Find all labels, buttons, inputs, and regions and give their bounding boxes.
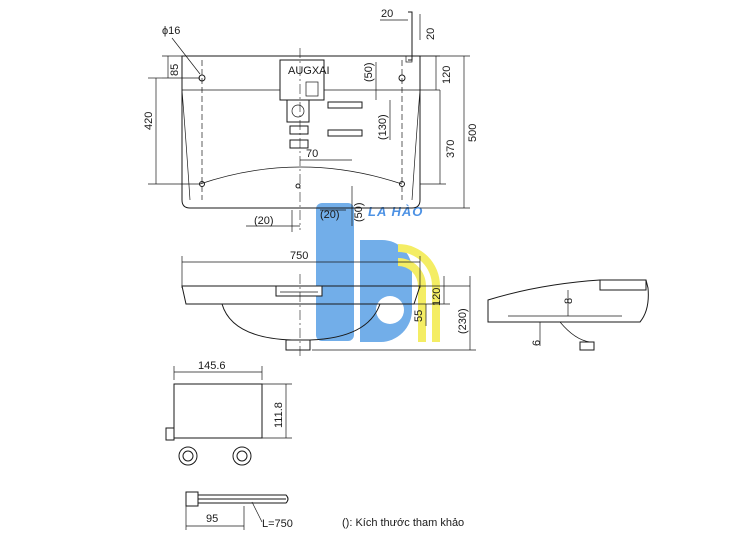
wall-bracket	[408, 11, 413, 61]
faucet-spout-circle	[291, 104, 305, 118]
reference-note: (): Kích thước tham khảo	[342, 517, 464, 529]
watermark-text: LA HÀO	[368, 204, 423, 219]
dim-130: (130)	[377, 114, 389, 140]
dim-120-right: 120	[441, 66, 453, 84]
cable-body	[198, 494, 289, 504]
dim-111: 111.8	[273, 402, 285, 428]
leader-hole	[171, 37, 201, 75]
front-drain	[285, 339, 311, 351]
wheel-right-outer	[232, 446, 252, 466]
dim-50-lower: (50)	[353, 202, 365, 222]
dim-20-bottom-mid: (20)	[320, 209, 340, 221]
side-faucet	[599, 279, 647, 291]
dim-20-bottom-left: (20)	[254, 215, 274, 227]
watermark-bowl-blue	[360, 240, 412, 342]
dim-8: 8	[563, 298, 575, 304]
top-view: AUGXAI 20 20 120 500 370 (50)	[143, 8, 479, 232]
dim-cable-length: L=750	[262, 518, 293, 530]
dim-420: 420	[143, 112, 155, 130]
front-view: 750 120 55 (230)	[181, 250, 476, 356]
basin-right-inner	[411, 89, 421, 201]
dim-95: 95	[206, 513, 218, 525]
dim-120-front: 120	[431, 288, 443, 306]
dim-hole-dia: ϕ16	[162, 25, 180, 37]
dim-230: (230)	[457, 308, 469, 334]
drain-hole	[295, 183, 301, 189]
overflow-slot-2	[327, 129, 363, 137]
front-faucet	[275, 285, 323, 297]
cable-connector	[185, 491, 199, 507]
watermark-bar-blue	[316, 203, 354, 341]
front-bowl	[221, 303, 381, 341]
side-drain	[579, 341, 595, 351]
control-box-view: 145.6 111.8 95 L=750	[165, 360, 293, 530]
dim-20-side: 20	[425, 28, 437, 40]
dim-500: 500	[467, 124, 479, 142]
watermark-hole	[376, 296, 404, 324]
dim-55: 55	[413, 310, 425, 322]
faucet-badge: AUGXAI	[288, 65, 330, 77]
faucet-spout	[286, 99, 310, 123]
dim-750: 750	[290, 250, 308, 262]
faucet-sensor	[305, 81, 319, 97]
side-view: 8 6	[487, 279, 649, 351]
dim-6: 6	[531, 340, 543, 346]
faucet-body	[279, 59, 325, 101]
watermark-logo: LA HÀO	[316, 203, 440, 342]
watermark-arc-yellow-inner	[398, 258, 426, 342]
dim-85: 85	[169, 64, 181, 76]
dim-370: 370	[445, 140, 457, 158]
wheel-left-inner	[182, 450, 194, 462]
wall-bracket-foot	[405, 55, 413, 63]
wheel-right-inner	[236, 450, 248, 462]
drain-slot-2	[289, 139, 309, 149]
watermark-arc-yellow	[398, 244, 440, 342]
dim-145: 145.6	[198, 360, 226, 372]
basin-front-curve	[199, 166, 403, 185]
basin-left-inner	[181, 89, 191, 201]
dim-50-upper: (50)	[363, 62, 375, 82]
box-body	[173, 383, 263, 439]
drain-slot-1	[289, 125, 309, 135]
basin-outline-top	[181, 55, 421, 209]
dim-20-top: 20	[381, 8, 393, 20]
side-bowl	[559, 321, 594, 343]
box-plug	[165, 427, 175, 441]
overflow-slot-1	[327, 101, 363, 109]
leader-cable	[251, 501, 263, 523]
wheel-left-outer	[178, 446, 198, 466]
dim-70: 70	[306, 148, 318, 160]
